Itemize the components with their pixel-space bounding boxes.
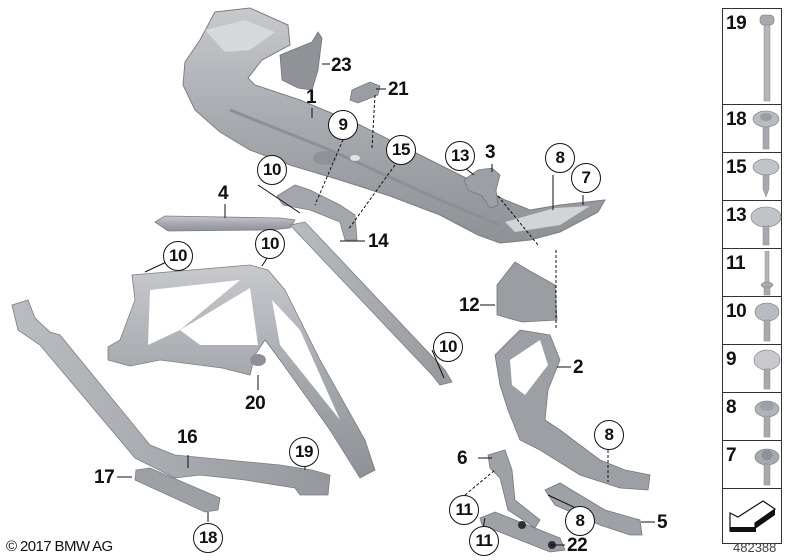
thin-stud-bolt-icon bbox=[760, 251, 774, 296]
callout-8-top: 8 bbox=[545, 143, 575, 173]
part-label-4: 4 bbox=[218, 183, 229, 204]
legend-number: 10 bbox=[726, 301, 747, 322]
callout-11-lower: 11 bbox=[469, 526, 499, 556]
round-head-screw-icon bbox=[753, 349, 781, 390]
part-label-21: 21 bbox=[388, 79, 409, 100]
legend-item-10: 10 bbox=[723, 297, 781, 345]
legend-item-9: 9 bbox=[723, 345, 781, 393]
part-3-bracket bbox=[463, 167, 501, 209]
legend-item-8: 8 bbox=[723, 393, 781, 441]
callout-18: 18 bbox=[193, 523, 223, 553]
diagonal-strut bbox=[289, 221, 453, 386]
callout-8-middle: 8 bbox=[594, 420, 624, 450]
legend-number: 8 bbox=[726, 397, 737, 418]
hex-flange-bolt-icon bbox=[754, 448, 780, 486]
front-direction-arrow-icon bbox=[729, 500, 777, 532]
fastener-legend: 19 18 15 13 11 1 bbox=[722, 8, 782, 544]
callout-11-upper: 11 bbox=[449, 495, 479, 525]
callout-15: 15 bbox=[386, 135, 416, 165]
callout-7: 7 bbox=[571, 163, 601, 193]
callout-10-frame-top: 10 bbox=[255, 229, 285, 259]
diagram-id: 482388 bbox=[733, 540, 777, 555]
large-head-screw-icon bbox=[750, 206, 782, 246]
pan-head-screw-icon bbox=[754, 302, 780, 342]
part-17-plate bbox=[134, 467, 221, 513]
part-label-20: 20 bbox=[245, 393, 266, 414]
legend-item-19: 19 bbox=[723, 9, 781, 105]
part-4-strut bbox=[154, 215, 296, 232]
copyright-text: © 2017 BMW AG bbox=[6, 538, 113, 555]
part-label-22: 22 bbox=[567, 535, 588, 556]
callout-13: 13 bbox=[445, 141, 475, 171]
part-6-bracket bbox=[487, 449, 541, 529]
part-label-1: 1 bbox=[306, 87, 317, 108]
part-23-bracket bbox=[279, 31, 323, 91]
part-label-6: 6 bbox=[457, 448, 468, 469]
legend-number: 15 bbox=[726, 157, 747, 178]
legend-number: 18 bbox=[726, 109, 747, 130]
legend-item-18: 18 bbox=[723, 105, 781, 153]
washer-flange-screw-icon bbox=[752, 110, 780, 150]
callout-10-strut-end: 10 bbox=[433, 332, 463, 362]
part-14-bracket bbox=[276, 184, 358, 241]
part-label-23: 23 bbox=[331, 55, 352, 76]
callout-8-bottom: 8 bbox=[565, 506, 595, 536]
legend-item-13: 13 bbox=[723, 201, 782, 249]
part-20-frame bbox=[107, 264, 376, 479]
part-16-strut bbox=[11, 299, 331, 496]
part-12-housing bbox=[496, 261, 558, 323]
part-label-3: 3 bbox=[485, 142, 496, 163]
legend-item-7: 7 bbox=[723, 441, 781, 489]
legend-item-11: 11 bbox=[723, 249, 781, 297]
part-label-12: 12 bbox=[459, 295, 480, 316]
legend-number: 11 bbox=[726, 253, 746, 274]
part-label-2: 2 bbox=[573, 357, 584, 378]
legend-item-15: 15 bbox=[723, 153, 781, 201]
legend-item-direction-arrow bbox=[723, 489, 781, 543]
part-label-14: 14 bbox=[368, 231, 389, 252]
callout-10-frame-left: 10 bbox=[163, 241, 193, 271]
legend-number: 19 bbox=[726, 13, 747, 34]
legend-number: 9 bbox=[726, 349, 737, 370]
part-label-5: 5 bbox=[657, 512, 668, 533]
collar-screw-icon bbox=[754, 400, 780, 438]
part-label-16: 16 bbox=[177, 427, 198, 448]
part-label-17: 17 bbox=[94, 467, 115, 488]
part-1-cross-member bbox=[182, 7, 606, 244]
part-2-carrier bbox=[494, 329, 651, 491]
callout-10-upper: 10 bbox=[257, 155, 287, 185]
part-21-clip bbox=[349, 81, 381, 104]
legend-number: 7 bbox=[726, 445, 737, 466]
callout-9: 9 bbox=[328, 110, 358, 140]
callout-19: 19 bbox=[289, 437, 319, 467]
legend-number: 13 bbox=[726, 205, 747, 226]
long-bolt-icon bbox=[759, 14, 775, 102]
self-tapping-flange-screw-icon bbox=[752, 158, 780, 198]
